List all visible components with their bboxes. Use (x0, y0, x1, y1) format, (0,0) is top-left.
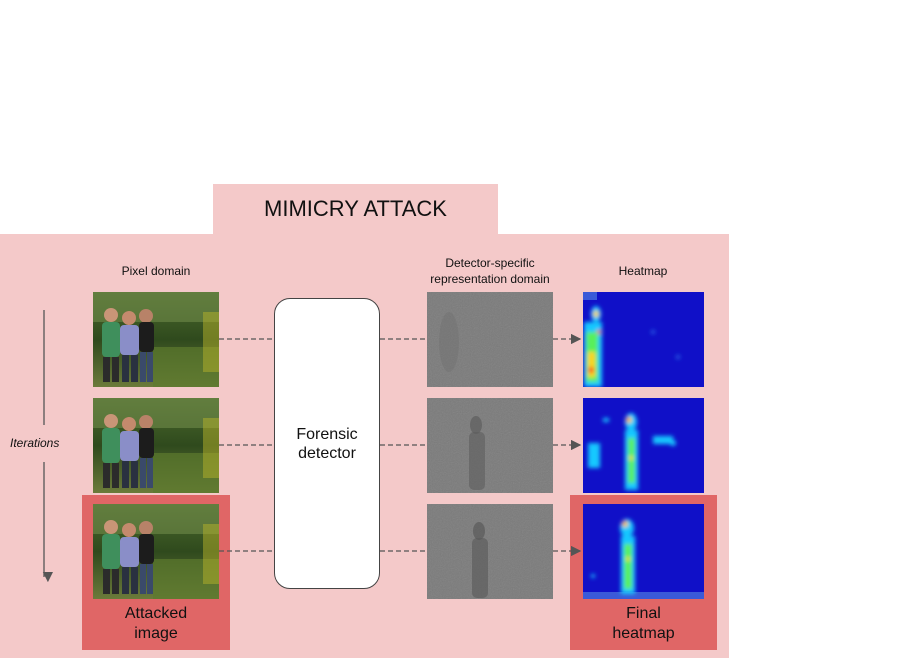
representation-map-iteration-1 (427, 292, 553, 392)
representation-map-iteration-2 (427, 398, 553, 498)
heatmap-iteration-1 (583, 292, 704, 392)
photo-people-icon (93, 504, 219, 599)
representation-domain-header: Detector-specific representation domain (405, 255, 575, 287)
noise-map-icon (427, 504, 553, 599)
attacked-label-line1: Attacked (124, 605, 188, 622)
pixel-image-iteration-1 (93, 292, 219, 392)
heatmap-final (583, 504, 704, 604)
pixel-image-iteration-2 (93, 398, 219, 498)
photo-people-icon (93, 292, 219, 387)
heatmap-icon (583, 398, 704, 493)
photo-people-icon (93, 398, 219, 493)
attacked-image-label: Attacked image (82, 604, 230, 644)
title-tab (213, 184, 498, 235)
pixel-domain-header: Pixel domain (121, 264, 191, 278)
representation-header-line1: Detector-specific (445, 256, 535, 270)
final-label-line1: Final (626, 605, 661, 622)
noise-map-icon (427, 292, 553, 387)
attacked-label-line2: image (134, 625, 178, 642)
forensic-detector-label: Forensic detector (274, 425, 380, 463)
forensic-detector-box (274, 298, 380, 589)
heatmap-icon (583, 292, 704, 387)
pixel-image-attacked (93, 504, 219, 604)
noise-map-icon (427, 398, 553, 493)
heatmap-header: Heatmap (618, 264, 668, 278)
representation-header-line2: representation domain (430, 272, 550, 286)
detector-label-line2: detector (298, 445, 356, 462)
diagram-title: MIMICRY ATTACK (264, 196, 447, 221)
final-heatmap-label: Final heatmap (570, 604, 717, 644)
final-label-line2: heatmap (612, 625, 675, 642)
heatmap-iteration-2 (583, 398, 704, 498)
detector-label-line1: Forensic (296, 426, 358, 443)
heatmap-icon (583, 504, 704, 599)
iterations-label: Iterations (10, 436, 60, 450)
representation-map-iteration-3 (427, 504, 553, 604)
